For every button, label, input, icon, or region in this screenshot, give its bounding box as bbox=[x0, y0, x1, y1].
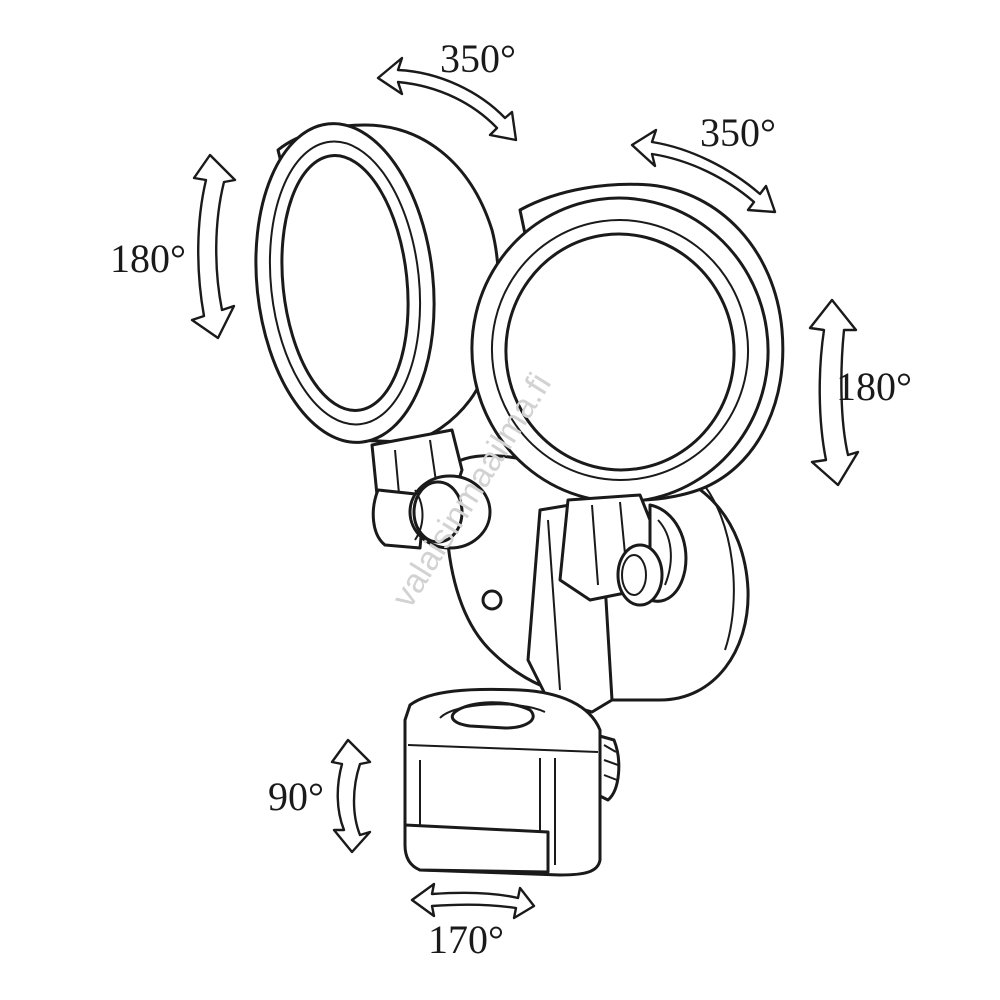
right-adjust-knob bbox=[616, 543, 664, 607]
left-head-tilt-arrow bbox=[190, 153, 237, 340]
left-head-pan-arrow bbox=[376, 56, 518, 142]
sensor-tilt-arrow bbox=[330, 738, 372, 854]
left-lamp-head bbox=[254, 122, 501, 444]
right-head-tilt-arrow bbox=[808, 298, 860, 487]
sensor-tilt-label: 90° bbox=[268, 774, 324, 819]
sensor-pan-arrow bbox=[410, 882, 536, 920]
mount-screw-hole bbox=[481, 589, 503, 611]
right-head-tilt-label: 180° bbox=[836, 364, 912, 409]
right-head-pan-arrow bbox=[630, 128, 777, 214]
right-lamp-head bbox=[470, 182, 785, 504]
sensor-pan-label: 170° bbox=[428, 917, 504, 962]
right-bracket bbox=[558, 493, 688, 607]
left-bracket bbox=[370, 428, 492, 550]
right-head-pan-label: 350° bbox=[700, 110, 776, 155]
left-head-tilt-label: 180° bbox=[110, 236, 186, 281]
left-head-pan-label: 350° bbox=[440, 36, 516, 81]
motion-sensor bbox=[403, 687, 621, 877]
